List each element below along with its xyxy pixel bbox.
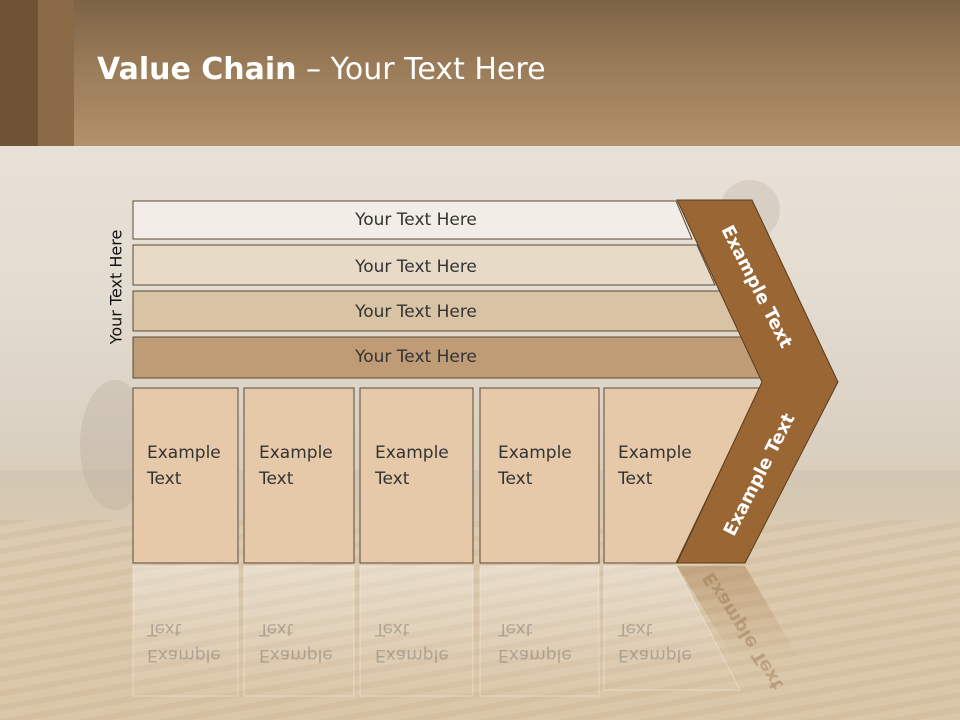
box-reflection: [132, 565, 239, 697]
header-accent-strip: [0, 0, 38, 146]
box-reflection: [359, 565, 474, 697]
support-bar[interactable]: [132, 200, 693, 240]
activity-box-text: Example: [498, 443, 572, 463]
support-bar-label: Your Text Here: [354, 210, 477, 230]
activity-box-text: Text: [374, 469, 410, 489]
box-reflection-text: Example: [498, 645, 572, 665]
slide-title[interactable]: Value Chain – Your Text Here: [97, 52, 546, 87]
box-reflection-text: Text: [617, 619, 653, 639]
activity-box-text: Example: [618, 443, 692, 463]
margin-chevron[interactable]: [676, 199, 839, 564]
support-bar[interactable]: [132, 244, 716, 286]
box-reflection-text: Text: [146, 619, 182, 639]
box-reflection: [243, 565, 355, 697]
activity-box[interactable]: [132, 387, 239, 564]
box-reflection: [479, 565, 600, 697]
box-reflection-text: Text: [374, 619, 410, 639]
activity-box[interactable]: [603, 387, 761, 564]
box-reflection-text: Example: [147, 645, 221, 665]
activity-box-text: Text: [497, 469, 533, 489]
title-bold: Value Chain: [97, 52, 297, 87]
box-reflection-text: Example: [259, 645, 333, 665]
box-reflection-text: Text: [497, 619, 533, 639]
slide-header: Value Chain – Your Text Here: [0, 0, 960, 146]
diagram-reflection: Example Text Example Text Example Text E…: [132, 565, 800, 697]
title-rest: – Your Text Here: [296, 52, 546, 87]
activity-box-text: Text: [146, 469, 182, 489]
box-reflection-text: Example: [618, 645, 692, 665]
activity-box-text: Text: [617, 469, 653, 489]
support-bar-label: Your Text Here: [354, 257, 477, 277]
support-bar-label: Your Text Here: [354, 347, 477, 367]
activity-box-text: Example: [147, 443, 221, 463]
activity-box-text: Text: [258, 469, 294, 489]
activity-box[interactable]: [359, 387, 474, 564]
activity-box-text: Example: [375, 443, 449, 463]
activity-box[interactable]: [479, 387, 600, 564]
chevron-reflection: [677, 566, 800, 660]
support-bar-label: Your Text Here: [354, 302, 477, 322]
box-reflection-text: Example: [375, 645, 449, 665]
box-reflection: [603, 565, 741, 691]
activity-box[interactable]: [243, 387, 355, 564]
header-accent-strip: [38, 0, 74, 146]
box-reflection-text: Text: [258, 619, 294, 639]
activity-box-text: Example: [259, 443, 333, 463]
